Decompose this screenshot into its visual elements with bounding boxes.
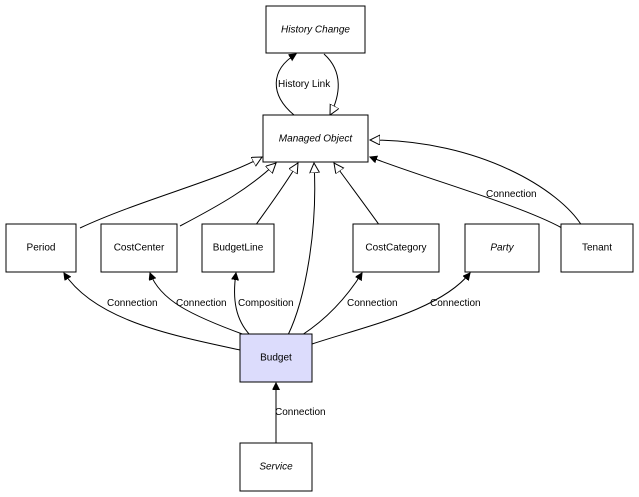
node-history-change-label: History Change [281, 25, 350, 36]
node-party[interactable]: Party [464, 223, 540, 273]
node-costcategory[interactable]: CostCategory [352, 223, 440, 273]
node-costcenter-label: CostCenter [114, 243, 165, 254]
node-managed-object[interactable]: Managed Object [262, 114, 369, 163]
budget-budgetline-label: Composition [238, 298, 294, 309]
costcenter-inherits-edge [179, 163, 276, 227]
node-period-label: Period [27, 243, 56, 254]
budgetline-inherits-edge [254, 163, 298, 227]
inheritance-edges [79, 140, 583, 336]
node-budgetline[interactable]: BudgetLine [201, 223, 275, 273]
node-tenant[interactable]: Tenant [560, 223, 634, 273]
service-budget-label: Connection [275, 407, 326, 418]
node-history-change[interactable]: History Change [265, 5, 366, 54]
history-link-label: History Link [278, 79, 331, 90]
node-period[interactable]: Period [5, 223, 77, 273]
budget-period-label: Connection [107, 298, 158, 309]
budget-costcategory-label: Connection [347, 298, 398, 309]
budget-costcategory-edge: Connection [301, 273, 398, 336]
node-costcenter[interactable]: CostCenter [100, 223, 178, 273]
costcategory-inherits-edge [334, 163, 381, 227]
node-budget-label: Budget [260, 353, 292, 364]
tenant-managed-label: Connection [486, 189, 537, 200]
node-service[interactable]: Service [239, 442, 313, 492]
budget-costcenter-edge: Connection [150, 273, 246, 336]
node-budget[interactable]: Budget [239, 333, 313, 383]
node-managed-object-label: Managed Object [279, 134, 354, 145]
budget-party-label: Connection [430, 298, 481, 309]
service-budget-edge: Connection [275, 383, 326, 443]
node-budgetline-label: BudgetLine [213, 243, 264, 254]
budget-party-edge: Connection [311, 273, 481, 345]
node-party-label: Party [490, 243, 514, 254]
history-link-edge: History Link [275, 54, 338, 115]
tenant-inherits-edge [370, 140, 583, 227]
node-service-label: Service [259, 462, 293, 473]
budget-costcenter-label: Connection [176, 298, 227, 309]
node-costcategory-label: CostCategory [365, 243, 426, 254]
budget-budgetline-edge: Composition [235, 273, 294, 336]
period-inherits-edge [79, 157, 262, 229]
tenant-managed-edge: Connection [370, 157, 563, 229]
budget-period-edge: Connection [64, 273, 241, 351]
node-tenant-label: Tenant [582, 243, 612, 254]
budget-inherits-edge [287, 163, 315, 336]
